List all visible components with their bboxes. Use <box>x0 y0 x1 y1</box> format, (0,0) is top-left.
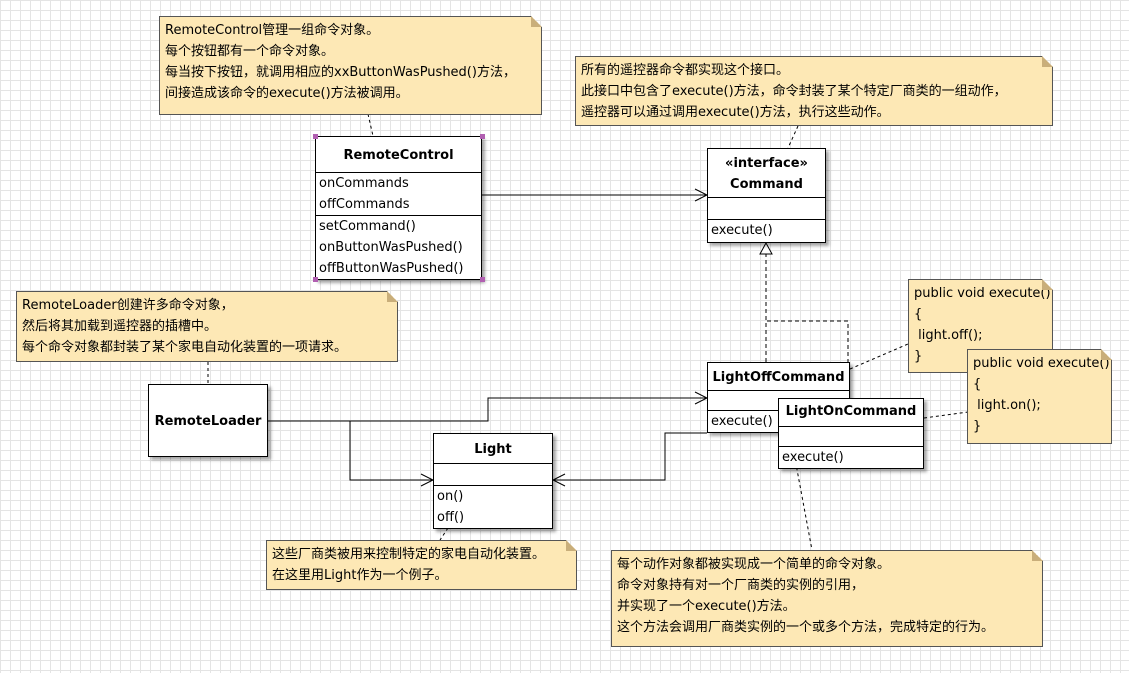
class-remote-loader[interactable]: RemoteLoader <box>148 384 268 457</box>
class-name: LightOnCommand <box>779 399 923 427</box>
remote-loader-note: RemoteLoader创建许多命令对象， 然后将其加载到遥控器的插槽中。 每个… <box>16 291 398 362</box>
note-line: 遥控器可以通过调用execute()方法，执行这些动作。 <box>581 105 890 120</box>
association-lightoffcommand-light <box>553 432 707 481</box>
light-note: 这些厂商类被用来控制特定的家电自动化装置。 在这里用Light作为一个例子。 <box>266 540 577 590</box>
note-anchor-light-on-code <box>923 411 969 419</box>
method: off() <box>437 510 465 525</box>
attributes-section <box>708 198 825 220</box>
note-fold <box>566 540 577 551</box>
note-line: 并实现了一个execute()方法。 <box>617 599 796 614</box>
methods-section: execute() <box>708 411 849 432</box>
command-objects-note: 每个动作对象都被实现成一个简单的命令对象。 命令对象持有对一个厂商类的实例的引用… <box>611 550 1043 647</box>
note-line: 此接口中包含了execute()方法，命令封装了某个特定厂商类的一组动作， <box>581 84 1007 99</box>
class-name: Command <box>730 177 803 192</box>
note-line: public void execute() <box>914 286 1051 301</box>
selection-handle[interactable] <box>313 277 318 282</box>
note-line: { <box>914 307 923 322</box>
note-anchor-light-off-code <box>849 343 909 370</box>
methods-section: execute() <box>779 447 923 468</box>
selection-handle[interactable] <box>480 277 485 282</box>
method: setCommand() <box>319 219 416 234</box>
note-line: 命令对象持有对一个厂商类的实例的引用， <box>617 578 865 593</box>
note-line: light.off(); <box>914 328 983 343</box>
command-interface-note: 所有的遥控器命令都实现这个接口。 此接口中包含了execute()方法，命令封装… <box>575 56 1053 126</box>
class-light-on-command[interactable]: LightOnCommand execute() <box>778 398 924 469</box>
class-name: RemoteControl <box>316 137 481 173</box>
note-anchor-remote-control <box>367 113 374 137</box>
association-remoteloader-lightoffcommand <box>268 397 707 422</box>
note-line: RemoteLoader创建许多命令对象， <box>22 298 234 313</box>
remote-control-note: RemoteControl管理一组命令对象。 每个按钮都有一个命令对象。 每当按… <box>159 16 542 115</box>
class-remote-control[interactable]: RemoteControl onCommands offCommands set… <box>315 136 482 280</box>
note-line: RemoteControl管理一组命令对象。 <box>165 23 380 38</box>
note-line: 在这里用Light作为一个例子。 <box>272 568 448 583</box>
method: on() <box>437 489 464 504</box>
note-fold <box>531 16 542 27</box>
note-line: 然后将其加载到遥控器的插槽中。 <box>22 319 218 334</box>
attributes-section: onCommands offCommands <box>316 173 481 216</box>
methods-section: setCommand() onButtonWasPushed() offButt… <box>316 216 481 279</box>
method: execute() <box>711 414 773 429</box>
attributes-section <box>779 427 923 447</box>
note-line: 每个动作对象都被实现成一个简单的命令对象。 <box>617 557 891 572</box>
realization-lighton-command <box>766 320 849 398</box>
interface-command[interactable]: «interface» Command execute() <box>707 148 826 243</box>
note-line: public void execute() <box>973 356 1110 371</box>
note-line: 间接造成该命令的execute()方法被调用。 <box>165 86 409 101</box>
note-anchor-light <box>439 527 449 541</box>
association-remoteloader-light <box>349 421 433 481</box>
note-line: 这个方法会调用厂商类实例的一个或多个方法，完成特定的行为。 <box>617 620 995 635</box>
attribute: offCommands <box>319 197 410 212</box>
note-line: { <box>973 377 982 392</box>
note-fold <box>1101 349 1112 360</box>
note-anchor-command <box>787 125 799 149</box>
note-line: } <box>914 349 923 364</box>
note-line: } <box>973 419 982 434</box>
class-name: Light <box>434 434 552 464</box>
attribute: onCommands <box>319 176 409 191</box>
selection-handle[interactable] <box>313 134 318 139</box>
note-line: 每个命令对象都封装了某个家电自动化装置的一项请求。 <box>22 340 348 355</box>
note-line: 每个按钮都有一个命令对象。 <box>165 44 335 59</box>
attributes-section <box>434 464 552 486</box>
light-on-code-note: public void execute() { light.on(); } <box>967 349 1112 444</box>
method: execute() <box>711 223 773 238</box>
class-header: «interface» Command <box>708 149 825 198</box>
note-line: 所有的遥控器命令都实现这个接口。 <box>581 63 790 78</box>
note-line: 每当按下按钮，就调用相应的xxButtonWasPushed()方法， <box>165 65 516 80</box>
note-fold <box>1032 550 1043 561</box>
note-line: light.on(); <box>973 398 1041 413</box>
methods-section: execute() <box>708 220 825 241</box>
note-fold <box>1042 279 1053 290</box>
selection-handle[interactable] <box>480 134 485 139</box>
class-light[interactable]: Light on() off() <box>433 433 553 529</box>
stereotype: «interface» <box>725 156 808 171</box>
realization-triangle <box>759 241 773 255</box>
note-fold <box>387 291 398 302</box>
method: offButtonWasPushed() <box>319 261 464 276</box>
method: onButtonWasPushed() <box>319 240 463 255</box>
class-name: RemoteLoader <box>154 414 262 429</box>
class-name: LightOffCommand <box>708 363 849 391</box>
method: execute() <box>782 450 844 465</box>
note-line: 这些厂商类被用来控制特定的家电自动化装置。 <box>272 547 546 562</box>
methods-section: on() off() <box>434 486 552 528</box>
arrowhead-light-right <box>551 473 566 487</box>
note-fold <box>1042 56 1053 67</box>
